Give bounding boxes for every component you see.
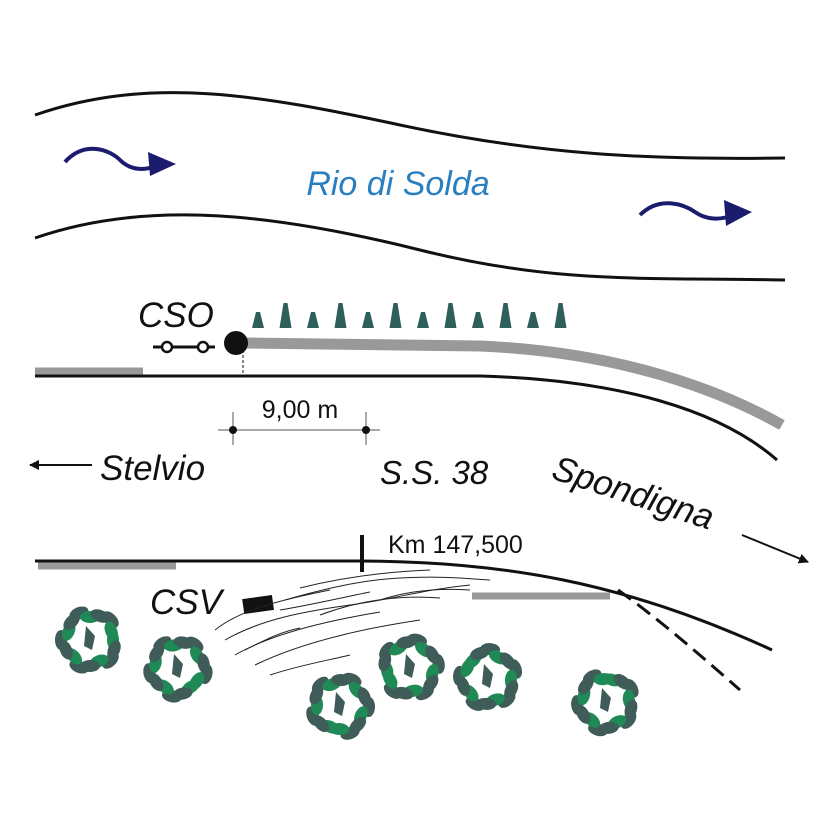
traffic-cones [252, 303, 567, 328]
traffic-cone-icon [499, 303, 512, 328]
traffic-cone-icon [362, 312, 374, 328]
cso-station-marker [224, 331, 248, 355]
dimension-line [218, 412, 380, 445]
cso-label: CSO [138, 296, 214, 335]
csv-station-marker [242, 594, 274, 615]
road-edge-lower [35, 559, 773, 652]
arrow-right-icon [741, 534, 809, 564]
road-edge-upper [35, 374, 778, 462]
traffic-cone-icon [527, 312, 539, 328]
csv-label: CSV [150, 583, 226, 622]
km-label: Km 147,500 [388, 531, 523, 559]
side-road-dashed [617, 588, 741, 692]
traffic-cone-icon [389, 303, 402, 328]
traffic-cone-icon [279, 303, 292, 328]
tree-icon [453, 643, 523, 711]
road-name: S.S. 38 [380, 454, 489, 491]
flow-arrow-icon [638, 200, 752, 226]
river-bank-upper [34, 91, 786, 160]
flow-arrow-icon [63, 146, 176, 176]
traffic-cone-icon [444, 303, 457, 328]
traffic-cone-icon [417, 312, 429, 328]
river-bank-lower [34, 213, 786, 282]
traffic-cone-icon [252, 312, 264, 328]
traffic-cone-icon [554, 303, 567, 328]
tree-icon [143, 636, 213, 703]
distance-label: 9,00 m [262, 396, 338, 424]
trees [55, 606, 639, 740]
tree-icon [306, 672, 375, 740]
guardrail-upper-right [244, 337, 785, 430]
tree-icon [378, 633, 445, 701]
tree-icon [55, 606, 121, 674]
sensor-symbol-icon [153, 340, 215, 354]
traffic-cone-icon [307, 312, 319, 328]
landslide-scribbles [214, 569, 491, 676]
tree-icon [571, 669, 639, 737]
direction-stelvio: Stelvio [100, 449, 205, 488]
traffic-cone-icon [472, 312, 484, 328]
river-name: Rio di Solda [306, 165, 489, 203]
traffic-cone-icon [334, 303, 347, 328]
direction-spondigna: Spondigna [548, 449, 719, 538]
